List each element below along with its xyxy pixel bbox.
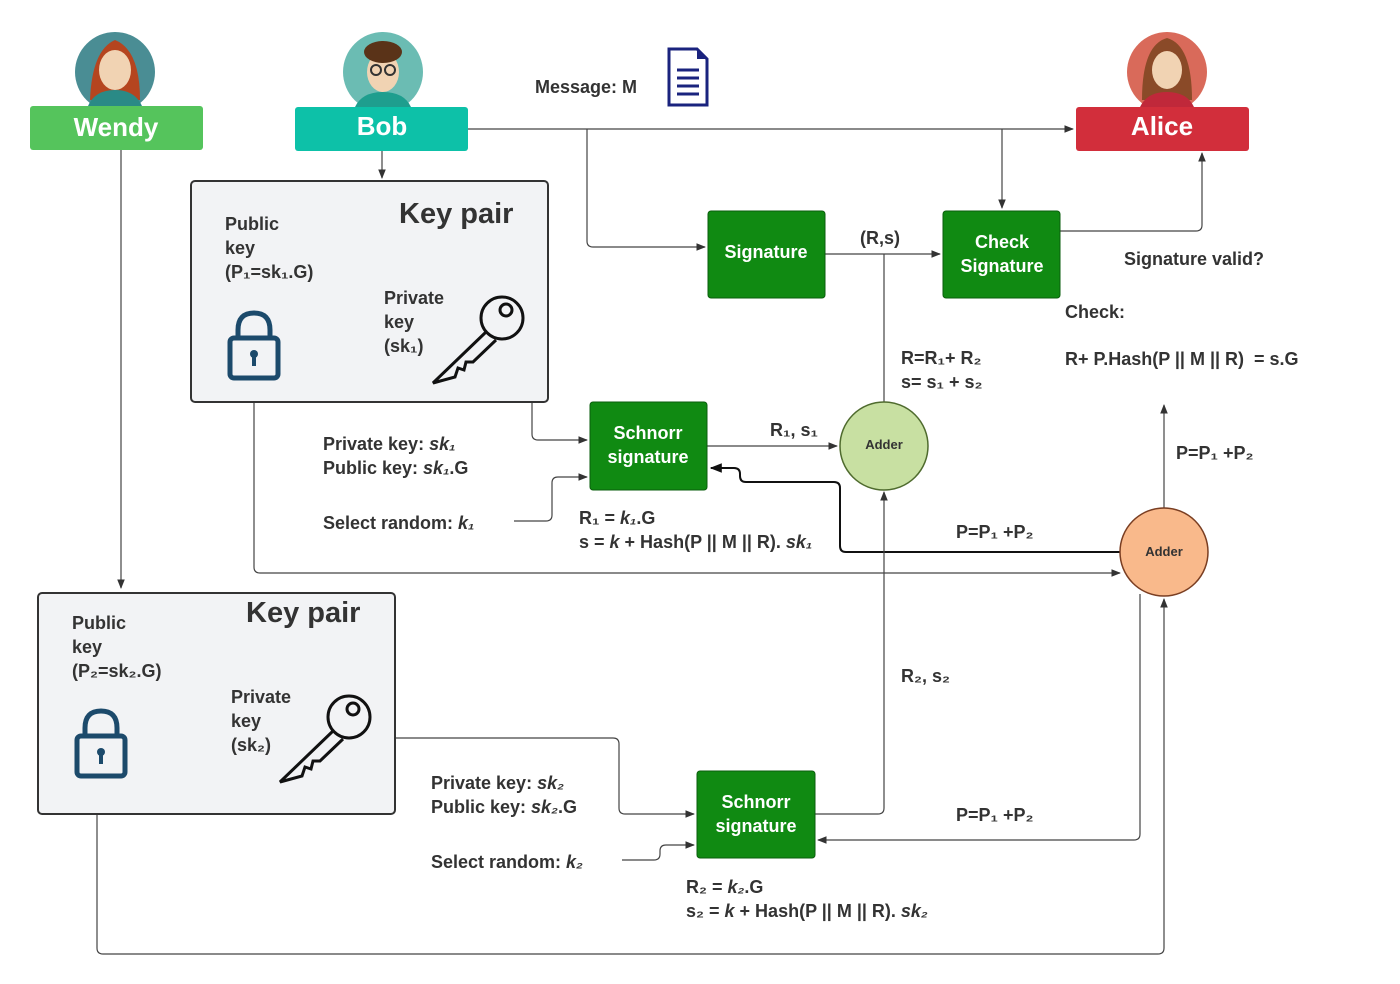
actor-alice: Alice — [1076, 32, 1249, 151]
keypair1-private-line: Private — [384, 288, 444, 308]
actor-wendy: Wendy — [30, 32, 203, 150]
bob-label: Bob — [357, 111, 408, 141]
keypair1-private-line: key — [384, 312, 414, 332]
party2-select-random: Select random: k₂ — [431, 852, 583, 872]
keypair1-public-line: key — [225, 238, 255, 258]
message-to-signature-arrow — [586, 129, 706, 251]
lock2-to-adder2-arrow — [96, 598, 1168, 955]
adder2-to-schnorr2-arrow — [817, 594, 1141, 844]
check-equation: R+ P.Hash(P || M || R) = s.G — [1065, 349, 1299, 369]
keypair2-box: Key pair Public key (P₂=sk₂.G) Private k… — [37, 592, 396, 815]
check-label: Check: — [1065, 302, 1125, 322]
party2-r-formula: R₂ = k₂.G — [686, 877, 763, 897]
wendy-label-box — [30, 106, 203, 150]
adder-2: Adder — [1119, 507, 1209, 597]
actor-bob: Bob — [295, 32, 468, 151]
keypair2-public-line: key — [72, 637, 102, 657]
key-icon — [431, 295, 525, 385]
alice-label-box — [1076, 107, 1249, 151]
party1-r-formula: R₁ = k₁.G — [579, 508, 655, 528]
p-sum-label: P=P₁ +P₂ — [1176, 443, 1253, 463]
lock-icon — [74, 708, 128, 779]
keypair2-private-line: key — [231, 711, 261, 731]
p-sum-label: P=P₁ +P₂ — [956, 805, 1033, 825]
schnorr-signature-box-2: Schnorr signature — [696, 770, 816, 859]
signature-valid-label: Signature valid? — [1124, 249, 1264, 269]
s-sum-label: s= s₁ + s₂ — [901, 372, 983, 392]
adder-label: Adder — [865, 437, 903, 452]
schnorr-label: Schnorr — [721, 792, 790, 812]
schnorr2-to-adder1-arrow — [815, 491, 888, 815]
party1-s-formula: s = k + Hash(P || M || R). sk₁ — [579, 532, 812, 552]
party1-public-key: Public key: sk₁.G — [323, 458, 468, 478]
keypair2-public-line: (P₂=sk₂.G) — [72, 661, 162, 681]
adder2-to-schnorr1-arrow — [709, 463, 1120, 553]
check-signature-label: Check — [975, 232, 1030, 252]
alice-avatar — [1127, 32, 1207, 112]
wendy-label: Wendy — [74, 112, 159, 142]
adder-1: Adder — [839, 401, 929, 491]
r2s2-label: R₂, s₂ — [901, 666, 950, 686]
signature-label: Signature — [724, 242, 807, 262]
keypair1-title: Key pair — [399, 198, 513, 230]
party1-private-key: Private key: sk₁ — [323, 434, 455, 454]
schnorr-label: signature — [607, 447, 688, 467]
keypair1-public-line: Public — [225, 214, 279, 234]
random2-to-schnorr2-arrow — [622, 841, 695, 861]
r1s1-label: R₁, s₁ — [770, 420, 818, 440]
alice-label: Alice — [1131, 111, 1193, 141]
schnorr-label: Schnorr — [613, 423, 682, 443]
signature-box: Signature — [707, 210, 826, 299]
message-label: Message: M — [535, 77, 637, 97]
keypair2-public-line: Public — [72, 613, 126, 633]
key2-to-schnorr2-arrow — [337, 737, 695, 818]
keypair2-private-line: (sk₂) — [231, 735, 271, 755]
random1-to-schnorr1-arrow — [514, 473, 588, 522]
bob-avatar — [343, 32, 423, 112]
bob-label-box — [295, 107, 468, 151]
lock-icon — [227, 310, 281, 381]
party2-private-key: Private key: sk₂ — [431, 773, 564, 793]
p-sum-label: P=P₁ +P₂ — [956, 522, 1033, 542]
adder-label: Adder — [1145, 544, 1183, 559]
check-signature-label: Signature — [960, 256, 1043, 276]
schnorr-signature-box-1: Schnorr signature — [589, 401, 708, 491]
r-sum-label: R=R₁+ R₂ — [901, 348, 981, 368]
check-to-alice-arrow — [1060, 152, 1206, 232]
document-icon — [667, 47, 709, 107]
keypair2-title: Key pair — [246, 597, 360, 629]
check-signature-box: Check Signature — [942, 210, 1061, 299]
schnorr-label: signature — [715, 816, 796, 836]
party2-public-key: Public key: sk₂.G — [431, 797, 577, 817]
keypair1-public-line: (P₁=sk₁.G) — [225, 262, 313, 282]
party1-select-random: Select random: k₁ — [323, 513, 474, 533]
keypair2-private-line: Private — [231, 687, 291, 707]
wendy-avatar — [75, 32, 155, 112]
lock1-to-adder2-arrow — [253, 380, 1121, 577]
party2-s-formula: s₂ = k + Hash(P || M || R). sk₂ — [686, 901, 928, 921]
keypair1-box: Key pair Public key (P₁=sk₁.G) Private k… — [190, 180, 549, 403]
key-icon — [278, 694, 372, 784]
rs-label: (R,s) — [860, 228, 900, 248]
keypair1-private-line: (sk₁) — [384, 336, 423, 356]
